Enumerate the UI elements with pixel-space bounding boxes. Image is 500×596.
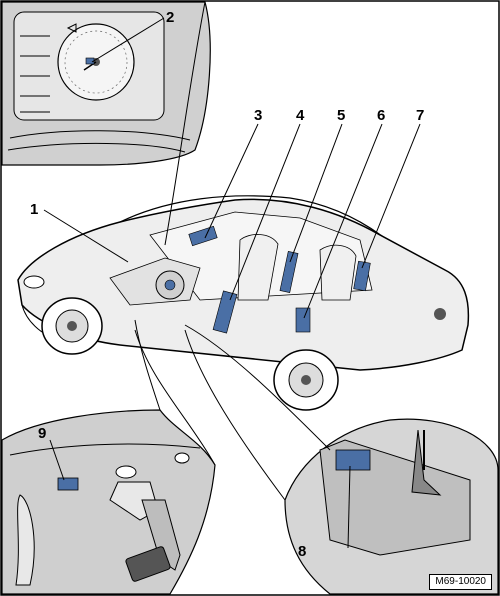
callout-7: 7 [416, 107, 425, 124]
callout-8: 8 [298, 543, 307, 560]
driver-airbag [164, 279, 176, 291]
callout-4: 4 [296, 107, 305, 124]
front-side-airbag [212, 290, 238, 334]
callout-6: 6 [377, 107, 386, 124]
passenger-airbag [188, 225, 218, 247]
car-body [17, 195, 470, 411]
airbag-control-unit [335, 449, 371, 471]
dashboard-underside-inset [1, 409, 216, 595]
seat-belt-tensioner [295, 307, 311, 333]
leader-lines [43, 1, 421, 549]
callout-3: 3 [254, 107, 263, 124]
callout-2: 2 [166, 9, 175, 26]
figure-reference-label: M69-10020 [429, 574, 492, 590]
callout-9: 9 [38, 425, 47, 442]
instrument-cluster-inset [1, 1, 211, 166]
callout-1: 1 [30, 201, 39, 218]
control-unit-inset [284, 418, 499, 595]
knee-airbag-unit [57, 477, 79, 491]
callout-5: 5 [337, 107, 346, 124]
